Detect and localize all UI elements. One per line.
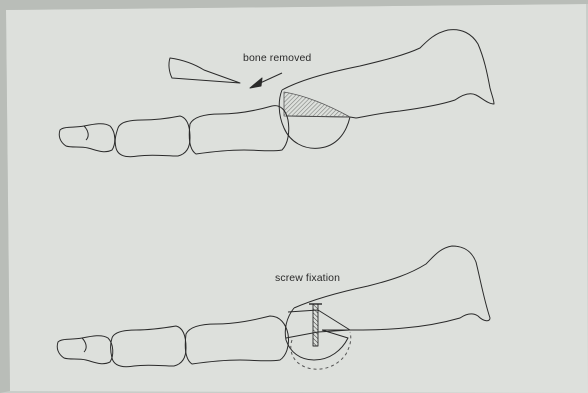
annotation-screw-fixation: screw fixation — [275, 272, 340, 284]
annotation-bone-removed: bone removed — [243, 52, 311, 64]
fixation-screw — [313, 304, 318, 346]
